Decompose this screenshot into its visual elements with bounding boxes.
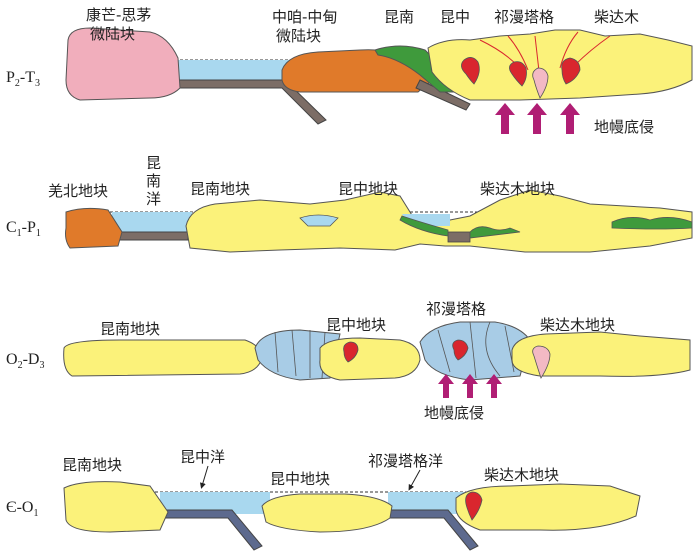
stage-label-eo1: Є-O1 [6,499,38,519]
ocean-water [388,492,470,514]
stage-eo1: Є-O1 昆南地块 昆中洋 昆中地块 祁漫塔格洋 柴达木地块 [6,448,641,551]
label-kunnan-block-o2d3: 昆南地块 [100,320,160,338]
label-qiman-p2t3: 祁漫塔格 [494,8,554,26]
label-mantle-p2t3: 地幔底侵 [594,118,654,136]
label-kunnan-p2t3: 昆南 [384,8,414,26]
green-sediment-p2t3 [374,45,456,93]
ocean-water [112,212,192,234]
granite-body-red [452,339,469,361]
label-kangmang-2: 微陆块 [90,25,135,43]
subducting-slab [164,509,263,551]
stage-label-p2t3: P2-T3 [6,69,40,89]
kunnan-block-eo1 [63,481,169,533]
granite-body-red [461,57,480,85]
subducting-slab-2 [415,79,471,111]
green-sediment-c1p1 [399,215,449,237]
pointer-arrow [408,469,421,491]
granite-body-red [509,61,527,87]
label-kunnan-block-c1p1: 昆南地块 [190,180,250,198]
granite-body-red [465,491,483,521]
label-qimanyang: 祁漫塔格洋 [368,452,443,470]
label-kunzhong-block-o2d3: 昆中地块 [326,316,386,334]
label-kunnan-block-eo1: 昆南地块 [62,456,122,474]
granite-body-red [561,57,581,85]
granite-body-pink [532,345,551,379]
stage-o2d3: O2-D3 昆南地块 昆中地块 祁漫塔格 柴达木地块 地幔底侵 [6,300,691,422]
continent-c1p1 [185,189,693,253]
ocean-water [160,492,270,514]
label-chaidamu-block-eo1: 柴达木地块 [484,466,559,484]
label-zhongza-2: 微陆块 [276,27,321,45]
label-kangmang-1: 康芒-思茅 [86,6,151,24]
label-qiangbei: 羌北地块 [48,182,108,200]
label-chaidamu-p2t3: 柴达木 [594,8,639,26]
kangmang-microcontinent [65,27,181,101]
stage-label-o2d3: O2-D3 [6,351,44,371]
pointer-arrow [199,465,209,489]
mantle-arrows [438,374,502,398]
granite-body-red [343,341,359,363]
kunnan-block-o2d3 [63,339,263,377]
label-kunnanyang-3: 洋 [146,190,161,208]
kunzhong-block-o2d3 [319,337,421,381]
label-kunzhong-block-c1p1: 昆中地块 [338,180,398,198]
label-chaidamu-block-o2d3: 柴达木地块 [540,316,615,334]
label-kunzhongyang: 昆中洋 [180,448,225,466]
label-kunnanyang-2: 南 [146,172,161,190]
accretion-wedge [254,329,341,381]
basin [299,214,339,227]
label-kunzhong-p2t3: 昆中 [440,8,470,26]
stage-c1p1: C1-P1 羌北地块 昆 南 洋 昆南地块 昆中地块 柴达木地块 [6,154,693,253]
mantle-arrows [495,103,580,134]
oceanic-crust-small [447,231,471,243]
stage-p2t3: P2-T3 [6,6,693,136]
label-zhongza-1: 中咱-中甸 [272,8,337,26]
ocean-water [170,60,295,82]
granite-body-pink [532,67,549,99]
label-mantle-o2d3: 地幔底侵 [424,404,484,422]
kunzhong-block-eo1 [261,493,393,533]
qiangbei-block [65,207,123,249]
label-qiman-o2d3: 祁漫塔格 [426,300,486,318]
green-sediment-c1p1 [611,217,693,230]
chaidamu-block-eo1 [455,483,641,531]
label-chaidamu-block-c1p1: 柴达木地块 [480,180,555,198]
accretion-wedge [419,321,531,381]
chaidamu-block-o2d3 [511,331,691,377]
fault-lines [479,31,611,81]
green-sediment-c1p1 [469,226,521,239]
oceanic-crust [117,231,189,241]
label-kunzhong-block-eo1: 昆中地块 [270,470,330,488]
stage-label-c1p1: C1-P1 [6,219,41,239]
label-kunnanyang-1: 昆 [146,154,161,172]
